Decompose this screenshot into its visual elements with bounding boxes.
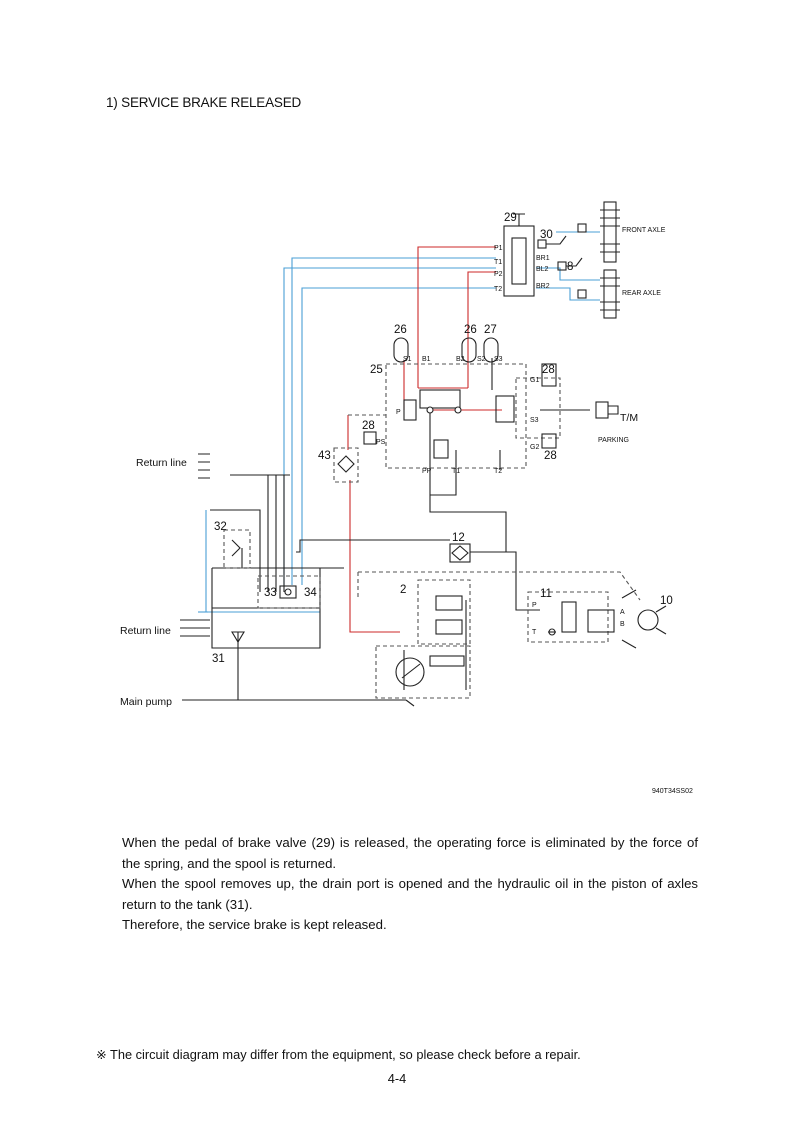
valve-11 <box>548 601 615 636</box>
port-ps: PS <box>376 439 386 446</box>
label-2: 2 <box>400 584 406 596</box>
port-br1: BR1 <box>536 255 550 262</box>
label-return-line-2: Return line <box>120 625 171 637</box>
paragraph-3: Therefore, the service brake is kept rel… <box>122 917 387 933</box>
label-30: 30 <box>540 229 553 241</box>
paragraph-1: When the pedal of brake valve (29) is re… <box>122 835 698 871</box>
port-s1: S1 <box>403 356 412 363</box>
section-heading: 1) SERVICE BRAKE RELEASED <box>106 95 302 110</box>
paragraph-2: When the spool removes up, the drain por… <box>122 876 698 912</box>
return-arrows <box>180 453 415 707</box>
port-br2: BR2 <box>536 283 550 290</box>
label-rear-axle: REAR AXLE <box>622 290 661 297</box>
brake-valve-29 <box>503 213 583 297</box>
drain-lines-dashed <box>223 363 641 699</box>
label-31: 31 <box>212 653 225 665</box>
pressure-lines-red <box>347 246 502 633</box>
brake-circuit-diagram: 29 30 8 26 26 27 25 28 28 28 43 12 32 33… <box>120 201 693 795</box>
label-27: 27 <box>484 324 497 336</box>
axles <box>577 201 620 319</box>
port-g1: G1 <box>530 377 539 384</box>
circuit-lines-black <box>182 358 590 701</box>
label-front-axle: FRONT AXLE <box>622 227 666 234</box>
description: When the pedal of brake valve (29) is re… <box>122 833 698 936</box>
label-29: 29 <box>504 212 517 224</box>
label-tm: T/M <box>620 412 638 424</box>
label-11: 11 <box>540 588 552 600</box>
port-pp: PP <box>422 468 432 475</box>
port-b: B <box>620 621 625 628</box>
label-return-line-1: Return line <box>136 457 187 469</box>
relief-valve-32 <box>231 539 241 557</box>
port-p: P <box>396 409 401 416</box>
port-t1b: T1 <box>452 468 460 475</box>
port-s3b: S3 <box>530 417 539 424</box>
cutoff-valve-25 <box>363 363 619 459</box>
label-8: 8 <box>567 261 573 273</box>
return-lines-blue <box>198 231 600 613</box>
port-b1: B1 <box>422 356 431 363</box>
label-28a: 28 <box>542 364 555 376</box>
port-p2: P2 <box>494 271 503 278</box>
label-26b: 26 <box>464 324 477 336</box>
tank-31-symbol <box>231 631 245 644</box>
label-10: 10 <box>660 595 673 607</box>
port-t-11: T <box>532 629 537 636</box>
label-26a: 26 <box>394 324 407 336</box>
motor-10 <box>621 589 667 649</box>
label-main-pump: Main pump <box>120 696 172 708</box>
check-valves-33-34 <box>279 585 297 599</box>
port-t2: T2 <box>494 286 502 293</box>
label-parking: PARKING <box>598 437 629 444</box>
drawing-code: 940T34SS02 <box>652 788 693 795</box>
port-t2b: T2 <box>494 468 502 475</box>
port-p-11: P <box>532 602 537 609</box>
port-b2: B2 <box>456 356 465 363</box>
cooler-12 <box>449 543 471 563</box>
label-12: 12 <box>452 532 465 544</box>
label-33: 33 <box>264 587 277 599</box>
label-28c: 28 <box>544 450 557 462</box>
footer-note: ※ The circuit diagram may differ from th… <box>96 1047 581 1062</box>
label-25: 25 <box>370 364 383 376</box>
port-g2: G2 <box>530 444 539 451</box>
accumulators <box>393 337 499 363</box>
label-34: 34 <box>304 587 317 599</box>
port-a: A <box>620 609 625 616</box>
label-28b: 28 <box>362 420 375 432</box>
port-t1: T1 <box>494 259 502 266</box>
label-32: 32 <box>214 521 227 533</box>
label-43: 43 <box>318 450 331 462</box>
port-s3: S3 <box>494 356 503 363</box>
pump-2 <box>395 595 465 687</box>
port-s2: S2 <box>477 356 486 363</box>
port-p1: P1 <box>494 245 503 252</box>
page-number: 4-4 <box>387 1071 407 1086</box>
filter-43 <box>337 455 355 473</box>
port-bl2: BL2 <box>536 266 549 273</box>
